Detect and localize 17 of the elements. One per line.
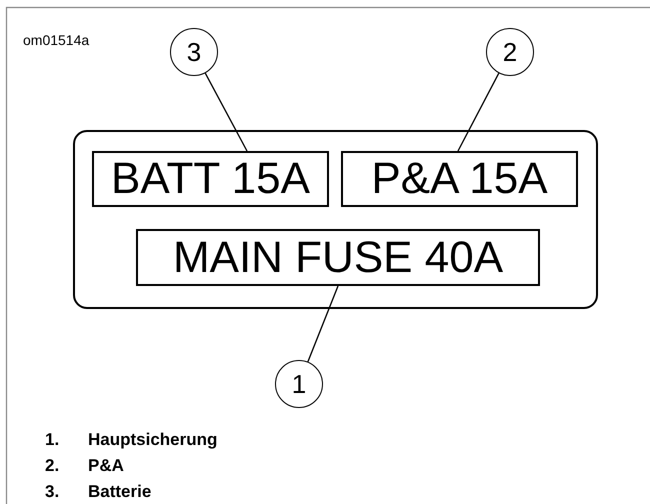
fuse-label: BATT 15A xyxy=(92,151,329,207)
fuse-label: MAIN FUSE 40A xyxy=(136,229,540,286)
leader-line xyxy=(457,72,500,152)
list-number: 3. xyxy=(45,482,60,502)
callout-number: 1 xyxy=(275,360,323,408)
list-text: Batterie xyxy=(88,482,152,502)
fuse-label-panel xyxy=(73,130,598,309)
leader-line xyxy=(307,286,339,362)
list-number: 2. xyxy=(45,456,60,476)
list-text: Hauptsicherung xyxy=(88,430,218,450)
list-number: 1. xyxy=(45,430,60,450)
callout-number: 2 xyxy=(486,28,534,76)
leader-line xyxy=(204,72,248,152)
drawing-code: om01514a xyxy=(23,32,90,48)
list-text: P&A xyxy=(88,456,124,476)
callout-number: 3 xyxy=(170,28,218,76)
fuse-label: P&A 15A xyxy=(341,151,578,207)
